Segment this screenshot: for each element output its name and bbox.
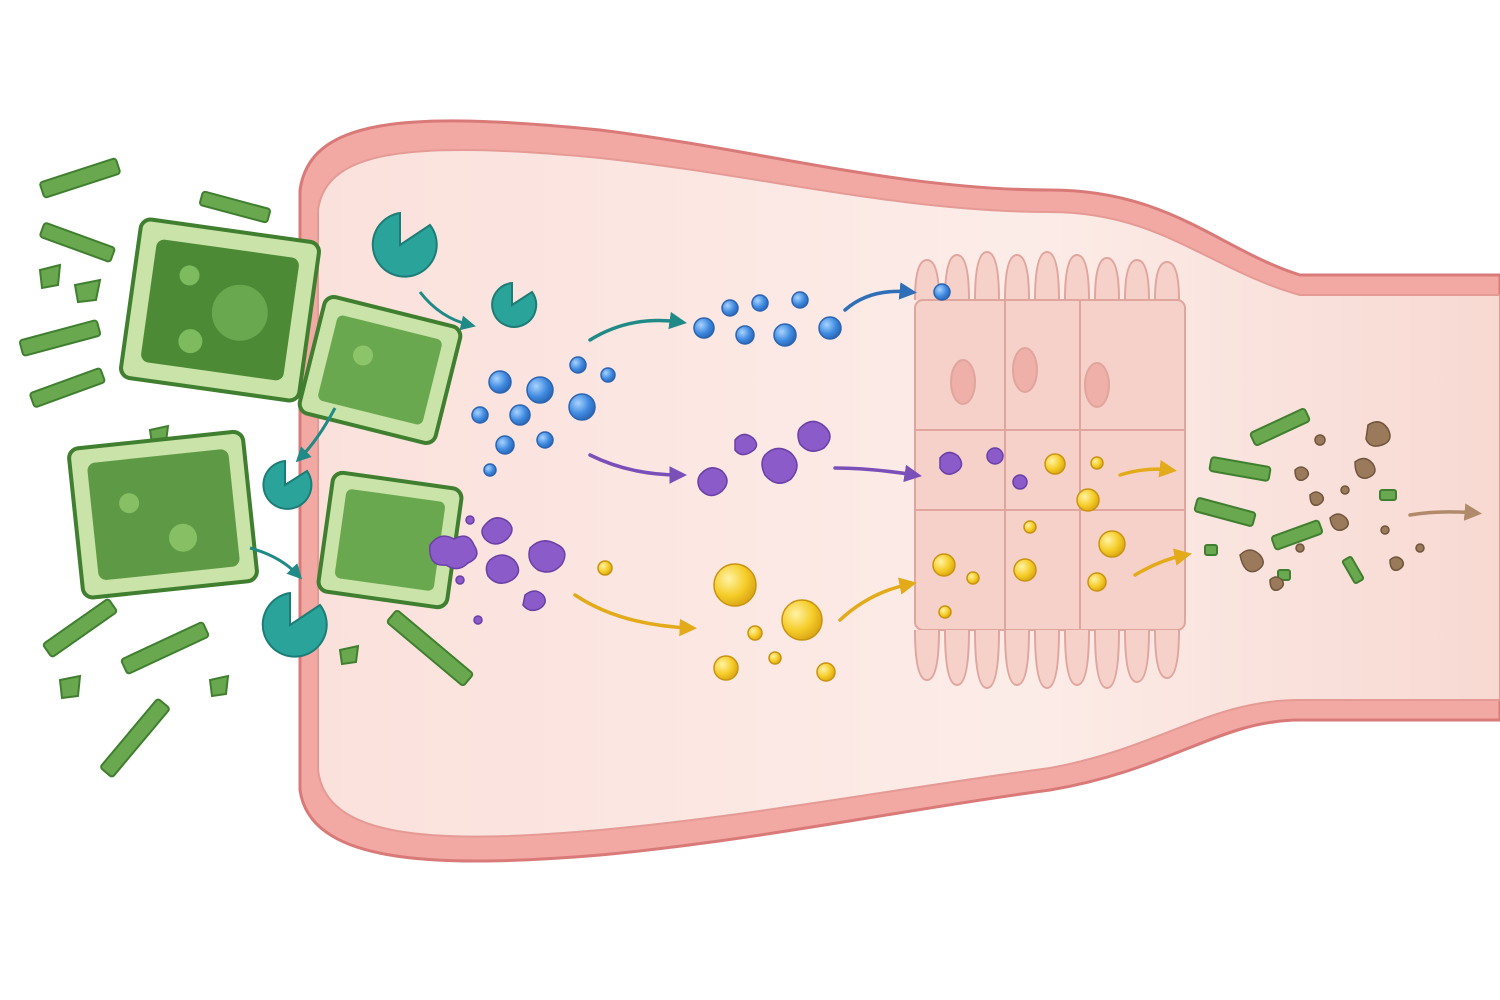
gut-lumen — [318, 150, 1500, 837]
blue-molecule-icon — [792, 292, 808, 308]
purple-molecule-icon — [486, 555, 518, 583]
plant-cell-icon — [120, 218, 321, 401]
blue-molecule-icon — [510, 405, 530, 425]
purple-molecule-icon — [940, 452, 962, 474]
waste-particle-icon — [1270, 577, 1283, 590]
fiber-icon — [199, 191, 270, 223]
blue-molecule-icon — [489, 371, 511, 393]
fiber-icon — [39, 158, 120, 198]
waste-particle-icon — [1381, 526, 1389, 534]
yellow-molecule-icon — [714, 656, 738, 680]
yellow-molecule-icon — [782, 600, 822, 640]
blue-molecule-icon — [774, 324, 796, 346]
waste-particle-icon — [1310, 492, 1323, 505]
yellow-molecule-icon — [1091, 457, 1103, 469]
yellow-molecule-icon — [1099, 531, 1125, 557]
undigested-fiber-icon — [1205, 545, 1217, 555]
blue-molecule-icon — [736, 326, 754, 344]
purple-molecule-icon — [762, 448, 797, 483]
yellow-molecule-icon — [769, 652, 781, 664]
purple-molecule-icon — [1013, 475, 1027, 489]
yellow-molecule-icon — [1045, 454, 1065, 474]
blue-molecule-icon — [527, 377, 553, 403]
fiber-icon — [43, 599, 118, 658]
fiber-icon — [121, 622, 209, 675]
blue-molecule-icon — [722, 300, 738, 316]
blue-molecule-icon — [819, 317, 841, 339]
yellow-molecule-icon — [817, 663, 835, 681]
purple-molecule-icon — [987, 448, 1003, 464]
yellow-molecule-icon — [1088, 573, 1106, 591]
fragment-icon — [340, 646, 358, 664]
yellow-molecule-icon — [714, 564, 756, 606]
yellow-molecule-icon — [598, 561, 612, 575]
yellow-molecule-icon — [1014, 559, 1036, 581]
fragment-icon — [75, 280, 100, 302]
blue-molecule-icon — [537, 432, 553, 448]
waste-particle-icon — [1296, 544, 1304, 552]
waste-particle-icon — [1341, 486, 1349, 494]
blue-molecule-icon — [569, 394, 595, 420]
blue-molecule-icon — [484, 464, 496, 476]
fiber-icon — [19, 320, 100, 356]
blue-molecule-icon — [496, 436, 514, 454]
blue-molecule-icon — [472, 407, 488, 423]
purple-molecule-icon — [456, 576, 464, 584]
yellow-molecule-icon — [933, 554, 955, 576]
plant-cell-icon — [68, 431, 258, 598]
fiber-icon — [40, 222, 116, 262]
nucleus-icon — [951, 360, 975, 404]
purple-molecule-icon — [529, 541, 565, 572]
fiber-icon — [30, 368, 106, 408]
blue-molecule-icon — [601, 368, 615, 382]
blue-molecule-icon — [934, 284, 950, 300]
undigested-fiber-icon — [1380, 490, 1396, 500]
blue-molecule-icon — [570, 357, 586, 373]
waste-particle-icon — [1416, 544, 1424, 552]
yellow-molecule-icon — [748, 626, 762, 640]
purple-molecule-icon — [523, 591, 545, 610]
waste-particle-icon — [1295, 467, 1308, 480]
blue-molecule-icon — [694, 318, 714, 338]
nucleus-icon — [1013, 348, 1037, 392]
blue-molecule-icon — [752, 295, 768, 311]
fragment-icon — [210, 676, 228, 696]
purple-molecule-icon — [466, 516, 474, 524]
yellow-molecule-icon — [967, 572, 979, 584]
microvilli-bottom — [915, 630, 1179, 688]
yellow-molecule-icon — [1024, 521, 1036, 533]
yellow-molecule-icon — [1077, 489, 1099, 511]
fragment-icon — [60, 676, 80, 698]
nucleus-icon — [1085, 363, 1109, 407]
fragment-icon — [40, 265, 60, 288]
purple-molecule-icon — [698, 468, 727, 496]
waste-particle-icon — [1315, 435, 1325, 445]
fiber-icon — [100, 698, 170, 777]
gut-tube — [300, 121, 1500, 861]
waste-particle-icon — [1390, 557, 1403, 570]
purple-molecule-icon — [474, 616, 482, 624]
yellow-molecule-icon — [939, 606, 951, 618]
